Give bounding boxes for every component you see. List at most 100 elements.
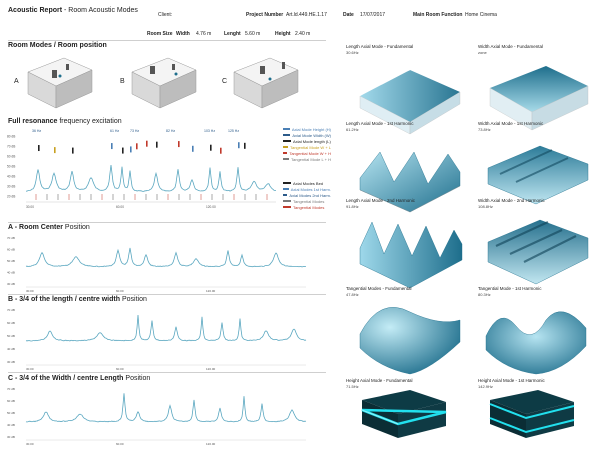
mode-title: Length Axial Mode - 2nd Harmonic <box>346 198 416 203</box>
peak-label: 103 Hz <box>204 129 215 133</box>
divider <box>8 294 326 295</box>
y-tick-label: 70 dB <box>7 308 15 312</box>
mode-value: 80.3Hz <box>478 292 491 297</box>
y-tick-label: 40 dB <box>7 271 15 275</box>
mode-marker <box>244 142 246 149</box>
section-position-a: A - Room Center Position <box>8 224 90 231</box>
section-full-resonance: Full resonance frequency excitation <box>8 118 122 125</box>
report-title: Acoustic Report - Room Acoustic Modes <box>8 7 138 14</box>
x-tick-label: 30.00 <box>26 442 34 446</box>
mode-marker <box>192 145 194 152</box>
legend-item: Axial Mode Height (H) <box>283 126 331 132</box>
x-tick-label: 60.00 <box>116 442 124 446</box>
height-value: 2.40 m <box>295 31 311 37</box>
project-value: Art.ld.449.HE.1.17 <box>286 12 327 18</box>
y-tick-label: 70 dB <box>7 145 15 149</box>
legend-swatch <box>283 146 288 148</box>
surface-plot-tangential-1st-harmonic <box>485 311 587 375</box>
surface-plot-height-fundamental <box>361 390 447 438</box>
mode-value: 91.8Hz <box>346 204 359 209</box>
position-b-plot: 70 dB 60 dB 50 dB 40 dB 30 dB 30.00 60.00 120.0… <box>7 308 307 371</box>
mode-marker <box>136 143 138 150</box>
x-tick-label: 30.00 <box>26 205 34 209</box>
legend-swatch <box>283 194 288 196</box>
mode-value: 71.5Hz <box>346 384 359 389</box>
y-tick-label: 70 dB <box>7 236 15 240</box>
mode-value: 73.8Hz <box>478 127 491 132</box>
mode-title: Length Axial Mode - Fundamental <box>346 44 414 49</box>
position-a-label: A <box>14 78 19 85</box>
mode-marker <box>54 147 56 154</box>
x-tick-label: 120.00 <box>206 289 216 293</box>
room-diagram-a <box>27 57 93 109</box>
x-tick-label: 60.00 <box>116 367 124 371</box>
mode-marker <box>146 140 148 147</box>
mode-value: 142.9Hz <box>478 384 493 389</box>
mode-marker <box>156 141 158 148</box>
legend-item: Axial Mode length (L) <box>283 138 331 144</box>
y-tick-label: 30 dB <box>7 360 15 364</box>
y-tick-label: 50 dB <box>7 334 15 338</box>
x-tick-label: 120.00 <box>206 205 216 209</box>
position-c-label: C <box>222 78 228 85</box>
mode-marker <box>38 145 40 152</box>
peak-label: 61 Hz <box>110 129 119 133</box>
legend-swatch <box>283 140 291 142</box>
mode-title: Length Axial Mode - 1st Harmonic <box>346 121 414 126</box>
x-tick-label: 120.00 <box>206 367 216 371</box>
x-tick-label: 30.00 <box>26 289 34 293</box>
mode-marker <box>130 146 132 153</box>
divider <box>8 222 326 223</box>
y-tick-label: 50 dB <box>7 259 15 263</box>
date-label: Date <box>343 12 354 18</box>
surface-plot-height-1st-harmonic <box>489 390 575 438</box>
room-diagram-c <box>233 57 299 109</box>
legend-item: Axial Modes 2nd Harm. <box>283 192 331 198</box>
section-position-c: C - 3/4 of the Width / centre Length Pos… <box>8 375 151 382</box>
legend-item: Tangential Modes <box>283 204 331 210</box>
mode-value: 30.6Hz <box>346 50 359 55</box>
legend-item: Tangential Modes <box>283 198 331 204</box>
legend-bottom: Axial Modes Bed Axial Modes 1st Harm. Ax… <box>283 180 331 210</box>
x-tick-label: 30.00 <box>26 367 34 371</box>
mode-marker <box>178 141 180 148</box>
mode-title: Tangential Mode - 1st Harmonic <box>478 286 542 291</box>
peak-label: 125 Hz <box>228 129 239 133</box>
x-tick-label: 60.00 <box>116 205 124 209</box>
surface-plot-width-fundamental <box>489 66 589 131</box>
legend-swatch <box>283 134 291 136</box>
mode-marker <box>238 142 240 149</box>
legend-item: Tangential Mode W + H <box>283 150 331 156</box>
legend-item: Axial Modes 1st Harm. <box>283 186 331 192</box>
legend-top: Axial Mode Height (H) Axial Mode Width (… <box>283 126 331 162</box>
mode-title: Height Axial Mode - Fundamental <box>346 378 413 383</box>
mode-value: zone <box>478 50 487 55</box>
length-label: Lenght <box>224 31 241 37</box>
client-label: Client: <box>158 12 173 18</box>
mode-title: Height Axial Mode - 1st Harmonic <box>478 378 545 383</box>
legend-item: Tangential Mode W + L <box>283 144 331 150</box>
y-tick-label: 70 dB <box>7 387 15 391</box>
y-tick-label: 60 dB <box>7 399 15 403</box>
divider <box>8 40 326 41</box>
y-tick-label: 30 dB <box>7 282 15 286</box>
y-tick-label: 40 dB <box>7 347 15 351</box>
peak-label: 73 Hz <box>130 129 139 133</box>
section-room-modes: Room Modes / Room position <box>8 42 107 49</box>
x-tick-label: 120.00 <box>206 442 216 446</box>
height-label: Height <box>275 31 291 37</box>
mode-title: Width Axial Mode - 2nd Harmonic <box>478 198 545 203</box>
mode-marker <box>122 147 124 154</box>
mode-value: 61.2Hz <box>346 127 359 132</box>
room-diagram-b <box>131 57 197 109</box>
y-tick-label: 20 dB <box>7 195 15 199</box>
legend-swatch <box>283 128 290 130</box>
x-tick-label: 60.00 <box>116 289 124 293</box>
mode-value: 108.8Hz <box>478 204 493 209</box>
length-value: 5.60 m <box>245 31 261 37</box>
room-size-label: Room Size <box>147 31 173 37</box>
peak-label: 36 Hz <box>32 129 41 133</box>
y-tick-label: 60 dB <box>7 321 15 325</box>
